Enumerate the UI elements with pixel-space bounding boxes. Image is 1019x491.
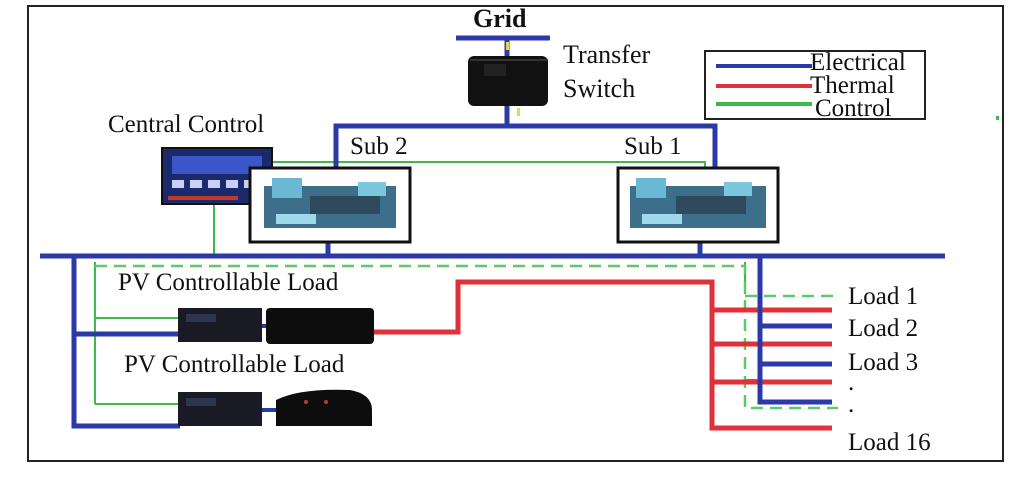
edge-mark bbox=[996, 116, 999, 120]
pv-load-label-1: PV Controllable Load bbox=[118, 269, 339, 296]
load-label-2: Load 2 bbox=[848, 315, 919, 342]
controllable-load-unit-2 bbox=[276, 389, 372, 426]
sub1-equipment bbox=[616, 166, 780, 244]
transfer-switch-device bbox=[468, 56, 548, 106]
thermal-lines bbox=[372, 279, 832, 431]
outer-frame bbox=[27, 5, 1004, 462]
load-label-16: Load 16 bbox=[848, 429, 931, 456]
legend-label-electrical: Electrical bbox=[810, 49, 906, 76]
load-label-1: Load 1 bbox=[848, 283, 919, 310]
pv-load-label-2: PV Controllable Load bbox=[124, 351, 345, 378]
legend-label-control: Control bbox=[815, 95, 892, 122]
pv-unit-2 bbox=[178, 392, 262, 426]
load-ellipsis-1: . bbox=[848, 369, 855, 396]
dashed-control-lines bbox=[95, 264, 838, 410]
sub2-label: Sub 2 bbox=[350, 133, 408, 160]
load-ellipsis-2: . bbox=[848, 391, 855, 418]
electrical-lines bbox=[40, 35, 945, 429]
transfer-switch-label-2: Switch bbox=[563, 74, 636, 103]
transfer-switch-label-1: Transfer bbox=[563, 40, 651, 69]
grid-label: Grid bbox=[473, 4, 527, 33]
controllable-load-unit-1 bbox=[266, 308, 374, 344]
legend-label-thermal: Thermal bbox=[810, 72, 895, 99]
legend-swatches bbox=[716, 64, 812, 106]
pv-unit-1 bbox=[178, 308, 262, 342]
central-control-label: Central Control bbox=[108, 111, 265, 138]
load-label-3: Load 3 bbox=[848, 349, 919, 376]
legend-box bbox=[704, 50, 926, 120]
sub1-label: Sub 1 bbox=[624, 133, 682, 160]
sub2-equipment bbox=[248, 166, 412, 244]
link-markers bbox=[506, 42, 520, 116]
